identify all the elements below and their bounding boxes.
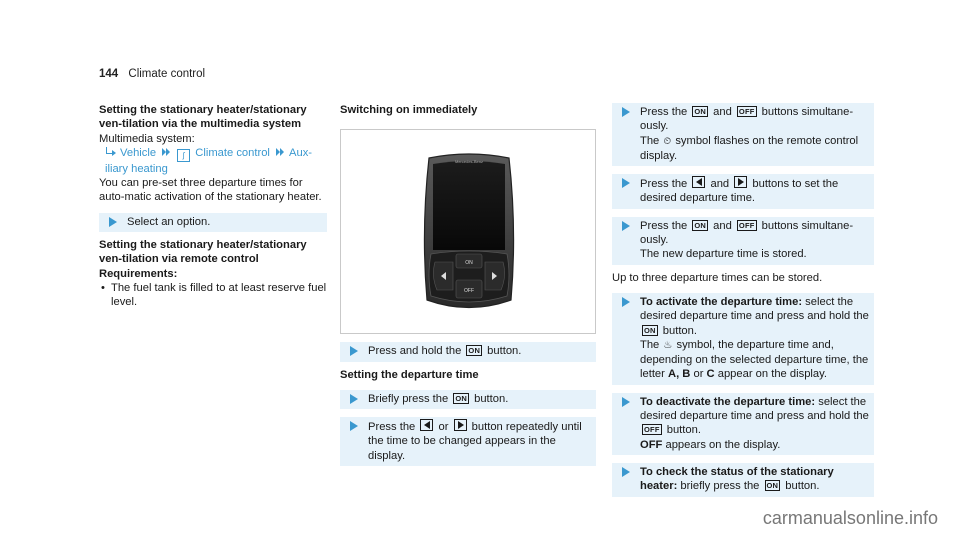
step-set-time: Press the and buttons to set the desired… <box>612 174 874 209</box>
heading-remote: Setting the stationary heater/stationary… <box>99 239 307 266</box>
on-key-icon: ON <box>642 324 658 336</box>
column-1: Setting the stationary heater/stationary… <box>99 103 327 310</box>
step-arrow-icon <box>622 107 630 117</box>
seat-climate-icon: ʃ <box>177 148 191 162</box>
section-title: Climate control <box>128 68 206 80</box>
heading-multimedia: Setting the stationary heater/stationary… <box>99 104 307 131</box>
on-key-icon: ON <box>466 345 483 357</box>
double-arrow-icon <box>276 147 286 157</box>
step-press-hold-on: Press and hold the ON button. <box>340 342 596 362</box>
step-press-on-off: Press the ON and OFF buttons simultane-o… <box>612 103 874 167</box>
off-button[interactable] <box>455 279 483 299</box>
requirement-item: The fuel tank is filled to at least rese… <box>99 281 327 310</box>
off-key-icon: OFF <box>736 219 757 231</box>
left-key-icon <box>420 419 434 432</box>
column-3: Press the ON and OFF buttons simultane-o… <box>612 103 874 497</box>
on-button-label: ON <box>465 260 473 266</box>
heading-departure-time: Setting the departure time <box>340 368 479 381</box>
remote-control-image: Mercedes-Benz ON OFF <box>423 153 515 309</box>
double-arrow-icon <box>162 147 172 157</box>
right-key-icon <box>453 419 467 432</box>
seat-heat-icon: ♨ <box>663 339 673 351</box>
path-aux-heating[interactable]: Aux-iliary heating <box>105 146 313 175</box>
step-arrow-icon <box>109 216 117 227</box>
step-arrow-icon <box>350 346 358 357</box>
remote-control-figure: Mercedes-Benz ON OFF <box>340 129 596 335</box>
off-key-icon: OFF <box>642 424 662 436</box>
step-activate: To activate the departure time: select t… <box>612 292 874 385</box>
page-number: 144 <box>99 68 119 80</box>
step-arrow-icon <box>350 393 358 404</box>
requirements-label: Requirements: <box>99 267 178 280</box>
heading-switch-on: Switching on immediately <box>340 104 478 116</box>
path-arrow-icon <box>105 146 116 157</box>
step-deactivate: To deactivate the departure time: select… <box>612 392 874 455</box>
page-header: 144 Climate control <box>99 68 205 80</box>
step-arrow-icon <box>622 296 630 307</box>
on-key-icon: ON <box>692 106 709 117</box>
intro-text: You can pre-set three departure times fo… <box>99 177 322 204</box>
right-arrow-icon <box>492 272 497 281</box>
on-key-icon: ON <box>453 392 469 404</box>
step-arrow-icon <box>350 421 358 432</box>
step-press-arrows: Press the or button repeatedly until the… <box>340 417 596 467</box>
step-store-time: Press the ON and OFF buttons simultane-o… <box>612 216 874 265</box>
step-arrow-icon <box>622 178 630 189</box>
step-text: Select an option. <box>127 215 211 228</box>
multimedia-label: Multimedia system: <box>99 132 195 145</box>
step-arrow-icon <box>622 220 630 231</box>
brand-text: Mercedes-Benz <box>455 159 483 164</box>
on-key-icon: ON <box>764 480 781 492</box>
step-arrow-icon <box>622 396 630 407</box>
step-briefly-press-on: Briefly press the ON button. <box>340 389 596 410</box>
step-check-status: To check the status of the stationary he… <box>612 462 874 497</box>
step-arrow-icon <box>622 466 630 477</box>
clock-icon: ⏲ <box>663 135 672 147</box>
step-select-option: Select an option. <box>99 212 327 233</box>
watermark: carmanualsonline.info <box>762 508 938 528</box>
off-key-icon: OFF <box>736 106 757 117</box>
path-vehicle[interactable]: Vehicle <box>120 146 157 159</box>
right-key-icon <box>734 176 748 189</box>
menu-path: Vehicle ʃ Climate control Aux-iliary hea… <box>99 146 327 176</box>
column-2: Switching on immediately Mercedes-Benz O… <box>340 103 596 467</box>
on-key-icon: ON <box>692 219 709 231</box>
on-button[interactable] <box>455 253 483 269</box>
off-button-label: OFF <box>464 288 474 294</box>
left-key-icon <box>692 176 706 189</box>
note-text: Up to three departure times can be store… <box>612 271 823 284</box>
left-arrow-icon <box>441 272 446 281</box>
path-climate[interactable]: Climate control <box>195 146 270 159</box>
